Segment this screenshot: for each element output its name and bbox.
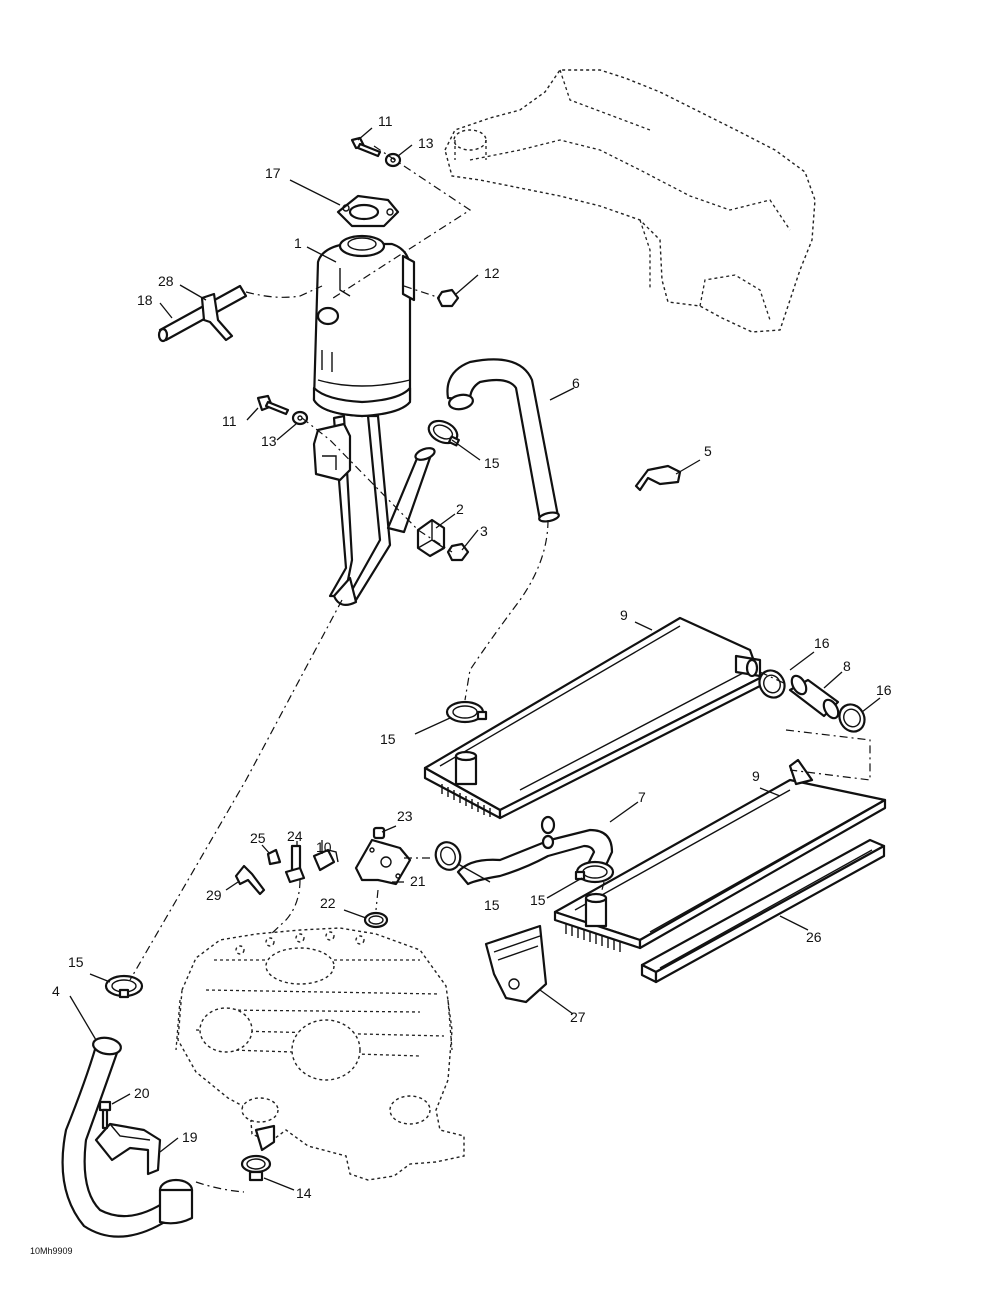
lower-hose-clamp — [104, 974, 144, 999]
temperature-sensor — [284, 844, 306, 884]
callout-9-upper: 9 — [620, 607, 628, 623]
assembly-lines — [129, 145, 871, 1193]
radiator-clamp-left — [758, 669, 786, 699]
callout-11-upper: 11 — [378, 113, 393, 129]
callout-9-lower: 9 — [752, 768, 760, 784]
callout-13-lower: 13 — [261, 433, 277, 449]
callout-26: 26 — [806, 929, 822, 945]
callout-14: 14 — [296, 1185, 312, 1201]
callout-15-radiator: 15 — [380, 731, 396, 747]
figure-code: 10Mh9909 — [30, 1246, 73, 1256]
ghost-frame-outline — [444, 69, 816, 333]
callout-23: 23 — [397, 808, 413, 824]
leader-lines — [69, 127, 881, 1191]
pump-inlet-stub — [254, 1124, 276, 1152]
callout-10-label: 10 — [316, 839, 332, 855]
callout-7: 7 — [638, 789, 646, 805]
tank-bracket — [312, 422, 352, 482]
callout-8: 8 — [843, 658, 851, 674]
callout-16-left: 16 — [814, 635, 830, 651]
tank-nut — [436, 288, 460, 308]
lower-radiator-fins — [565, 924, 621, 952]
callout-17: 17 — [265, 165, 281, 181]
callout-13-upper: 13 — [418, 135, 434, 151]
pressure-cap — [336, 194, 400, 228]
callout-15-tank: 15 — [484, 455, 500, 471]
bleed-screw — [372, 826, 386, 840]
callout-15-lower-radiator: 15 — [530, 892, 546, 908]
o-ring — [363, 911, 389, 929]
clip — [634, 464, 682, 492]
engine-block — [175, 927, 465, 1181]
coolant-tank — [312, 234, 416, 607]
callout-22: 22 — [320, 895, 336, 911]
radiator-inlet-hose — [446, 358, 560, 523]
callout-29: 29 — [206, 887, 222, 903]
sensor-cap — [266, 848, 282, 866]
callout-6: 6 — [572, 375, 580, 391]
callout-21: 21 — [410, 873, 426, 889]
callout-19: 19 — [182, 1129, 198, 1145]
callout-25: 25 — [250, 830, 266, 846]
hose-bracket — [94, 1122, 162, 1176]
lower-bolt — [256, 394, 290, 416]
callout-24: 24 — [287, 828, 303, 844]
callout-27: 27 — [570, 1009, 586, 1025]
tank-outlet-clamp — [427, 419, 460, 447]
upper-bolt — [350, 136, 382, 158]
deflector-plate — [484, 924, 548, 1004]
callout-3: 3 — [480, 523, 488, 539]
callout-12: 12 — [484, 265, 500, 281]
callout-18: 18 — [137, 292, 153, 308]
lower-washer — [291, 410, 309, 426]
callout-2: 2 — [456, 501, 464, 517]
callout-5: 5 — [704, 443, 712, 459]
pump-clamp — [240, 1154, 272, 1182]
callout-4: 4 — [52, 983, 60, 999]
protector-strip — [640, 838, 886, 984]
outlet-elbow-hose — [456, 815, 614, 886]
callout-16-right: 16 — [876, 682, 892, 698]
hose-clip — [200, 292, 234, 342]
callout-20: 20 — [134, 1085, 150, 1101]
lower-radiator — [553, 758, 887, 952]
tank-support-block — [416, 518, 446, 558]
sensor-connector — [312, 848, 339, 872]
radiator-inlet-clamp — [445, 700, 488, 724]
radiator-clamp-right — [838, 703, 866, 733]
outlet-housing-clamp — [434, 841, 462, 871]
callout-28: 28 — [158, 273, 174, 289]
callout-1: 1 — [294, 235, 302, 251]
outlet-housing — [354, 838, 412, 886]
connector-hose — [788, 674, 840, 720]
lower-hose — [61, 1036, 194, 1238]
callout-15-outlet: 15 — [484, 897, 500, 913]
cable-clip — [234, 864, 266, 896]
callout-labels: 11 13 17 1 12 28 18 6 11 13 5 15 2 3 9 1… — [52, 113, 892, 1201]
upper-radiator-fins — [441, 784, 491, 817]
callout-11-lower: 11 — [222, 413, 237, 429]
tank-outlet-tube — [386, 447, 436, 534]
callout-15-lower-hose: 15 — [68, 954, 84, 970]
bracket-screw — [98, 1100, 112, 1130]
lower-radiator-clamp — [574, 860, 615, 884]
